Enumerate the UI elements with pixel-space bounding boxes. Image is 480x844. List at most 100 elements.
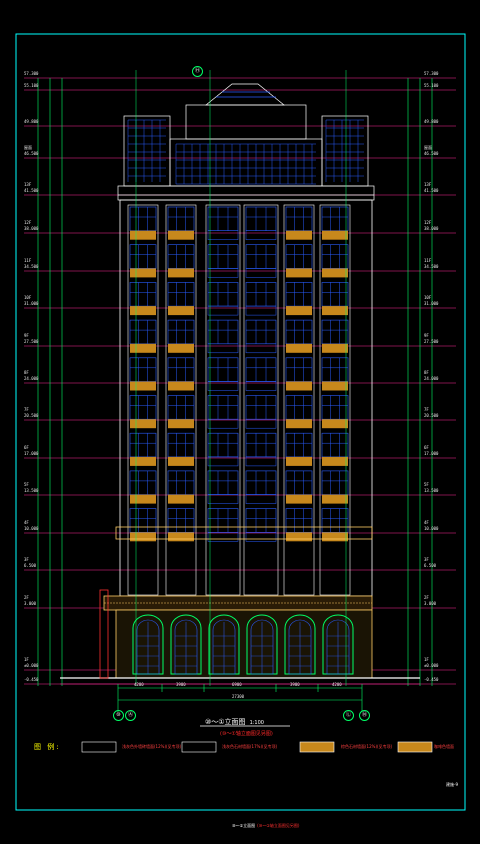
dim-segment-4: 3900 <box>290 682 300 687</box>
level-floor-label: 7F <box>424 407 429 412</box>
level-elevation-label: 34.500 <box>424 264 439 269</box>
drawing-title-text: ⑩～①立面图 <box>205 718 246 726</box>
level-floor-label: 2F <box>424 595 429 600</box>
level-floor-label: 5F <box>424 482 429 487</box>
dimension-chains <box>37 78 433 686</box>
level-elevation-label: 57.300 <box>424 71 439 76</box>
level-elevation-label: 13.500 <box>24 488 39 493</box>
level-elevation-label: ±0.000 <box>24 663 39 668</box>
level-floor-label: 9F <box>424 333 429 338</box>
level-floor-label: 11F <box>424 258 432 263</box>
level-elevation-label: 3.000 <box>424 601 437 606</box>
level-elevation-label: 24.000 <box>24 376 39 381</box>
level-elevation-label: ±0.000 <box>424 663 439 668</box>
level-floor-label: 6F <box>424 445 429 450</box>
level-elevation-label: 27.500 <box>424 339 439 344</box>
legend-item-3-text: 棕色石材墙面(12%)(见专项) <box>341 744 393 749</box>
ground-line <box>60 589 420 685</box>
level-elevation-label: 17.000 <box>424 451 439 456</box>
dim-segment-1: 4200 <box>134 682 144 687</box>
level-elevation-label: 17.000 <box>24 451 39 456</box>
level-floor-label: 12F <box>24 220 32 225</box>
legend-item-4-text: 咖啡色墙面 <box>434 744 454 749</box>
legend-swatch <box>181 741 217 753</box>
roof-crown <box>117 83 375 201</box>
level-floor-label: 屋面 <box>24 145 32 150</box>
level-elevation-label: 13.500 <box>424 488 439 493</box>
legend-item-2-text: 浅灰色石材墙面(17%)(见专项) <box>222 744 278 749</box>
level-elevation-label: 10.000 <box>24 526 39 531</box>
footer-title: ⑩～①立面图(⑩～①轴立面图见另图) <box>232 823 299 829</box>
level-elevation-label: 38.000 <box>24 226 39 231</box>
level-floor-label: 13F <box>424 182 432 187</box>
grid-axis-bubble-2: Ⓐ <box>125 710 136 721</box>
level-floor-label: 3F <box>424 557 429 562</box>
level-floor-label: 5F <box>24 482 29 487</box>
level-floor-label: 1F <box>24 657 29 662</box>
level-floor-label: 13F <box>24 182 32 187</box>
grid-axis-bubble-4: Ⓝ <box>359 710 370 721</box>
legend-swatches <box>81 741 433 753</box>
level-floor-label: 9F <box>24 333 29 338</box>
dim-segment-5: 4200 <box>332 682 342 687</box>
level-elevation-label: 24.000 <box>424 376 439 381</box>
level-elevation-label: 10.000 <box>424 526 439 531</box>
level-elevation-label: 38.000 <box>424 226 439 231</box>
bottom-dimensions <box>117 70 363 712</box>
level-elevation-label: -0.450 <box>24 677 39 682</box>
legend-swatch <box>81 741 117 753</box>
level-floor-label: 10F <box>24 295 32 300</box>
level-elevation-label: 34.500 <box>24 264 39 269</box>
level-elevation-label: 57.300 <box>24 71 39 76</box>
dim-segment-2: 3900 <box>176 682 186 687</box>
tower-facade <box>119 199 373 597</box>
dim-segment-3: 6900 <box>232 682 242 687</box>
level-floor-label: 12F <box>424 220 432 225</box>
ground-floor-arches <box>115 609 373 679</box>
roof-glass <box>127 119 364 185</box>
level-elevation-label: 46.500 <box>24 151 39 156</box>
level-floor-label: 4F <box>424 520 429 525</box>
level-elevation-label: 27.500 <box>24 339 39 344</box>
level-elevation-label: 41.500 <box>24 188 39 193</box>
legend-item-1-text: 浅灰色外墙砖墙面(12%)(见专项) <box>122 744 182 749</box>
grid-axis-bubble-top: Ⓗ <box>192 66 203 77</box>
level-floor-label: 2F <box>24 595 29 600</box>
level-elevation-label: 41.500 <box>424 188 439 193</box>
grid-axis-bubble-1: ⑩ <box>113 710 124 721</box>
sheet-frame <box>15 33 466 811</box>
level-elevation-label: 31.000 <box>24 301 39 306</box>
level-floor-label: 屋面 <box>424 145 432 150</box>
level-elevation-label: 20.500 <box>424 413 439 418</box>
level-elevation-label: 3.000 <box>24 601 37 606</box>
level-floor-label: 7F <box>24 407 29 412</box>
sheet-number: 建施-9 <box>446 782 458 787</box>
footer-title-text: ⑩～①立面图 <box>232 823 256 828</box>
level-elevation-label: -0.450 <box>424 677 439 682</box>
footer-subtitle: (⑩～①轴立面图见另图) <box>257 823 300 828</box>
level-elevation-label: 49.800 <box>424 119 439 124</box>
level-floor-label: 1F <box>424 657 429 662</box>
legend-title: 图 例: <box>34 743 61 751</box>
level-elevation-label: 6.500 <box>424 563 437 568</box>
drawing-scale: 1:100 <box>249 720 264 726</box>
legend-swatch <box>397 741 433 753</box>
level-elevation-label: 20.500 <box>24 413 39 418</box>
dim-overall: 27300 <box>232 694 245 699</box>
level-floor-label: 10F <box>424 295 432 300</box>
level-floor-label: 3F <box>24 557 29 562</box>
level-elevation-label: 31.000 <box>424 301 439 306</box>
level-elevation-label: 49.800 <box>24 119 39 124</box>
grid-axis-bubble-3: Ⓛ <box>343 710 354 721</box>
level-elevation-label: 55.100 <box>24 83 39 88</box>
level-floor-label: 6F <box>24 445 29 450</box>
level-elevation-label: 46.500 <box>424 151 439 156</box>
level-floor-label: 4F <box>24 520 29 525</box>
level-floor-label: 8F <box>24 370 29 375</box>
level-floor-label: 8F <box>424 370 429 375</box>
level-floor-label: 11F <box>24 258 32 263</box>
level-elevation-label: 55.100 <box>424 83 439 88</box>
level-elevation-label: 6.500 <box>24 563 37 568</box>
